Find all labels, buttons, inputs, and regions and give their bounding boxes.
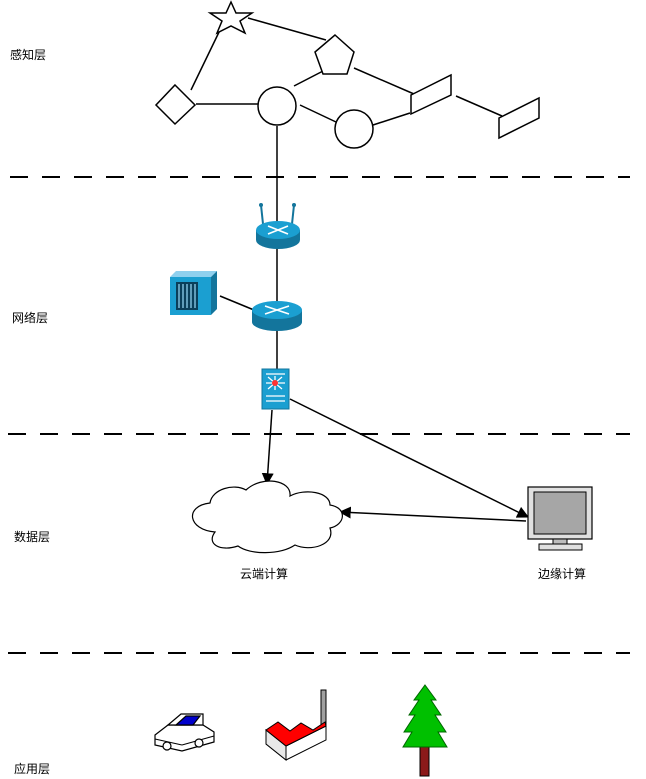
layer-label-perception: 感知层 [10, 47, 46, 62]
car-icon [154, 713, 215, 752]
arrow-switch-to-edge [289, 398, 530, 518]
factory-icon [265, 689, 327, 762]
wireless-router-icon [256, 203, 300, 249]
circle-node-icon [257, 86, 297, 126]
router-icon [252, 301, 302, 331]
server-icon [170, 271, 217, 315]
edge-computing-label: 边缘计算 [538, 566, 586, 581]
switch-icon [261, 368, 290, 410]
arrow-edge-to-cloud [338, 506, 527, 522]
pentagon-icon [314, 34, 355, 75]
arrow-switch-to-cloud [261, 409, 274, 486]
layer-label-network: 网络层 [12, 310, 48, 325]
perception-links [190, 17, 503, 222]
parallelogram-icon [410, 73, 452, 116]
tree-icon [402, 684, 448, 777]
parallelogram-icon [498, 96, 540, 140]
circle-node-icon [334, 109, 374, 149]
layer-label-application: 应用层 [14, 761, 50, 776]
monitor-icon [527, 486, 593, 551]
network-links [219, 248, 278, 370]
layer-label-data: 数据层 [14, 529, 50, 544]
cloud-icon [191, 480, 343, 554]
star-icon [207, 0, 255, 35]
diamond-icon [154, 83, 197, 126]
cloud-computing-label: 云端计算 [240, 566, 288, 581]
